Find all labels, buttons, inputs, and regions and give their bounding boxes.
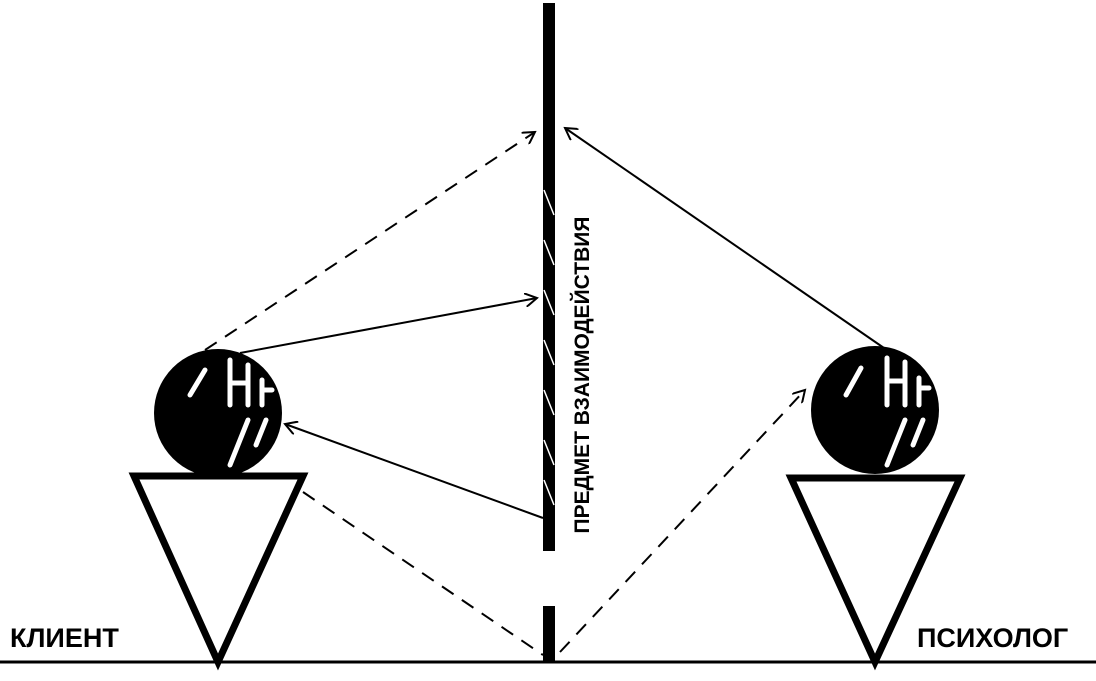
subject-bar-upper	[543, 3, 555, 551]
client-body-triangle	[128, 472, 309, 671]
arrow-psychologist-to-subject-solid	[565, 128, 885, 349]
client-label: КЛИЕНТ	[10, 623, 119, 653]
arrow-ground-to-psychologist-dashed	[559, 390, 805, 653]
subject-label: ПРЕДМЕТ ВЗАИМОДЕЙСТВИЯ	[571, 216, 594, 534]
psychologist-head	[811, 346, 939, 474]
client-head-highlights	[187, 357, 275, 468]
psychologist-figure	[785, 346, 966, 671]
subject-bar-lower	[543, 606, 555, 662]
psychologist-label: ПСИХОЛОГ	[917, 623, 1069, 653]
psychologist-body-triangle	[785, 474, 966, 671]
subject-bar-hatch	[543, 189, 555, 506]
arrow-client-to-subject-solid	[239, 298, 537, 354]
psychologist-head-highlights	[843, 355, 932, 468]
arrow-client-to-subject-dashed	[204, 132, 535, 351]
client-figure	[128, 349, 309, 671]
line-client-to-ground-dashed	[302, 491, 544, 656]
arrow-subject-to-client-solid	[285, 424, 544, 519]
client-head	[154, 349, 282, 477]
